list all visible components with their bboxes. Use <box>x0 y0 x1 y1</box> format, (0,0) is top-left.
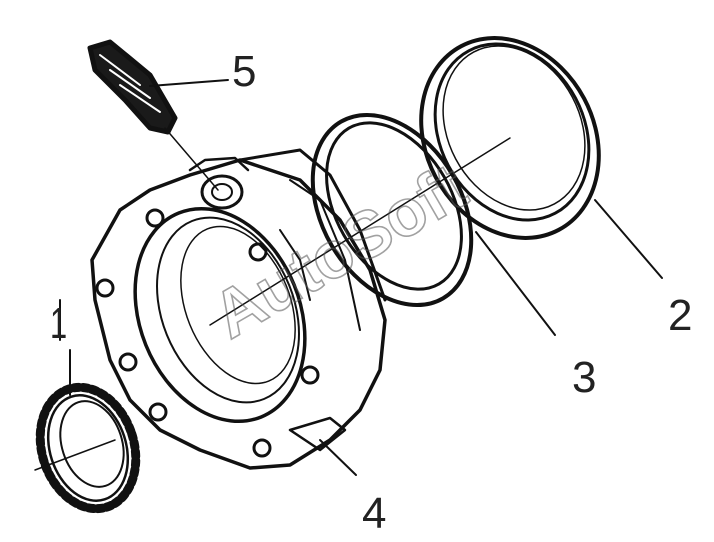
callout-labels: 1 2 3 4 5 <box>50 47 692 538</box>
leader-line-4 <box>319 439 357 476</box>
callout-4: 4 <box>362 489 386 538</box>
callout-2: 2 <box>668 291 692 340</box>
leader-line-3 <box>475 231 556 336</box>
leader-line-5 <box>149 79 229 87</box>
leader-lines <box>59 79 663 476</box>
callout-1: 1 <box>50 300 67 349</box>
watermark-text: AutoSoft <box>200 149 478 352</box>
part-1-tone-ring <box>34 382 141 514</box>
callout-3: 3 <box>572 353 596 402</box>
part-4-housing <box>90 148 387 470</box>
part-5-fitting <box>87 39 219 191</box>
part-3-o-ring <box>310 112 474 308</box>
part-2-large-seal-ring <box>419 36 601 240</box>
callout-5: 5 <box>232 47 256 96</box>
leader-line-2 <box>594 199 663 279</box>
